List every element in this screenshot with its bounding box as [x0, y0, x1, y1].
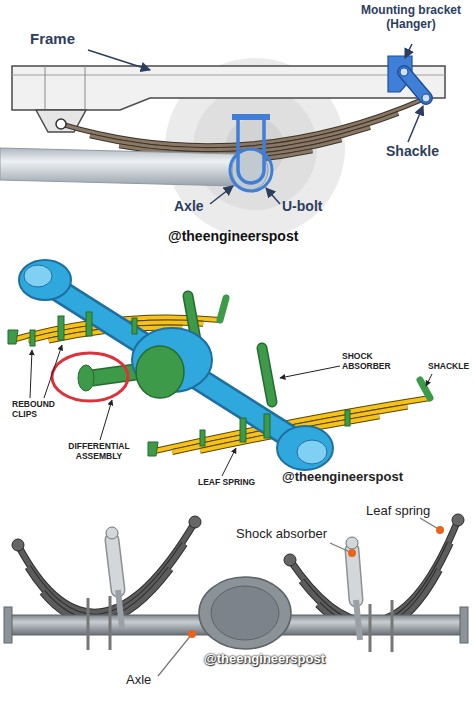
differential-cover	[211, 586, 279, 640]
spring-leaf	[61, 102, 426, 150]
rebound-clip	[30, 330, 35, 346]
leader-line	[266, 188, 280, 204]
differential-housing	[199, 577, 291, 649]
spring-hanger	[8, 330, 18, 344]
part-label: DIFFERENTIAL ASSEMBLY	[55, 442, 143, 462]
part-label: Axle	[126, 673, 151, 688]
part-label: REBOUND CLIPS	[12, 400, 64, 420]
spring-leaf	[61, 106, 426, 154]
shock-absorber-body	[352, 550, 356, 600]
part-label: SHACKLE	[428, 362, 469, 372]
spring-eye-bolt	[56, 119, 66, 129]
rebound-clip	[200, 430, 205, 446]
shock-absorber-eye	[346, 537, 358, 549]
part-label: Frame	[30, 30, 75, 47]
axle-tube	[0, 148, 236, 186]
wheel-hub	[297, 440, 327, 464]
shock-absorber-body	[352, 550, 356, 600]
leader-line	[158, 634, 192, 676]
part-label: Leaf spring	[366, 504, 430, 519]
pinion-flange	[78, 365, 94, 391]
leader-dot	[436, 526, 444, 534]
spring-hanger	[148, 442, 158, 456]
u-bolt	[58, 316, 64, 340]
axle-housing	[55, 288, 295, 440]
leader-dot	[348, 549, 356, 557]
u-bolt	[86, 312, 92, 336]
shock-absorber-rod	[356, 600, 360, 640]
spring-leaf	[61, 102, 426, 150]
axle-housing	[55, 288, 295, 440]
shackle	[220, 298, 226, 320]
shackle-bolt	[422, 94, 430, 102]
shock-absorber-body	[112, 540, 118, 590]
spring-eye	[12, 539, 24, 551]
spring-eye	[189, 516, 201, 528]
leader-line	[222, 448, 236, 476]
part-label: SHOCK ABSORBER	[342, 352, 402, 372]
leader-line	[88, 50, 150, 70]
leader-line	[30, 350, 32, 398]
leader-dot	[188, 630, 196, 638]
part-label: Shock absorber	[236, 527, 327, 542]
part-label: Axle	[174, 198, 204, 214]
axle-flange	[4, 607, 12, 643]
shackle	[420, 380, 430, 398]
frame-rail	[12, 66, 445, 110]
leader-line	[408, 106, 423, 142]
leader-line	[426, 374, 432, 386]
highlight-circle	[52, 353, 128, 401]
leader-line	[100, 400, 112, 440]
frame-crossmember	[45, 66, 85, 110]
leaf-spring	[12, 516, 201, 622]
spring-leaf	[61, 106, 426, 154]
frame-line	[12, 75, 445, 76]
part-label: Mounting bracket (Hanger)	[350, 4, 472, 32]
shackle-bolt	[400, 68, 408, 76]
leader-line	[44, 345, 62, 398]
watermark: @theengineerspost	[168, 228, 298, 244]
shackle	[404, 72, 426, 98]
spring-eye	[284, 554, 296, 566]
part-label: LEAF SPRING	[198, 478, 255, 488]
leader-line	[210, 186, 233, 204]
u-bolt	[264, 414, 270, 438]
shock-absorber	[262, 348, 272, 402]
spring-leaf	[18, 532, 195, 622]
u-bolt	[240, 418, 246, 442]
spring-leaf	[18, 532, 195, 622]
part-label: Shackle	[386, 143, 439, 159]
u-bolt-ring	[230, 149, 272, 191]
shock-absorber-body	[112, 540, 118, 590]
part-label: U-bolt	[282, 198, 322, 214]
rebound-clip	[132, 318, 137, 334]
brake-drum	[19, 260, 71, 300]
shock-absorber	[262, 348, 272, 402]
brake-drum	[277, 426, 333, 470]
leader-line	[405, 44, 412, 58]
shock-absorber-eye	[106, 527, 118, 539]
shackle-outline	[404, 72, 426, 98]
watermark: @theengineerspost	[282, 470, 403, 485]
spring-eye	[452, 514, 464, 526]
rebound-clip	[345, 410, 350, 426]
shock-absorber-rod	[118, 590, 122, 628]
watermark: @theengineerspost	[204, 652, 325, 667]
axle-flange	[460, 607, 468, 643]
differential-carrier	[136, 346, 184, 398]
wheel-hub	[24, 265, 52, 287]
leader-line	[280, 366, 340, 378]
